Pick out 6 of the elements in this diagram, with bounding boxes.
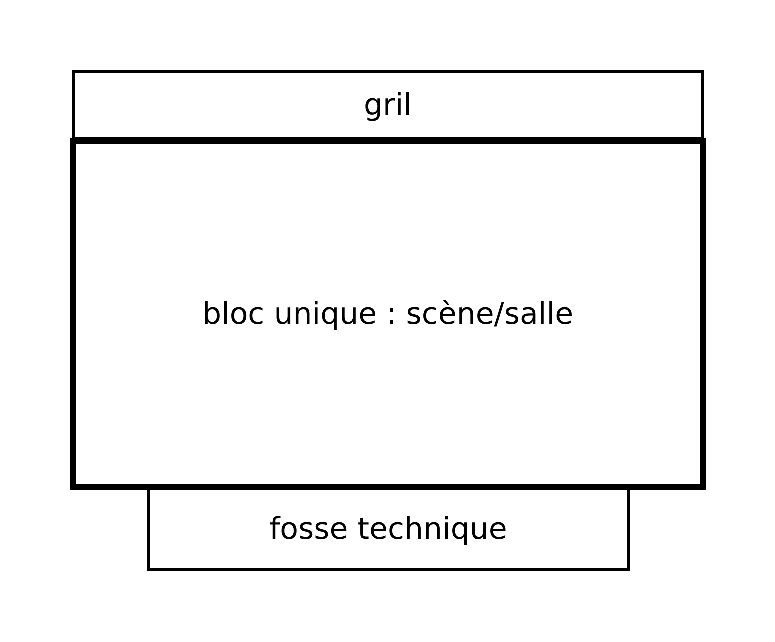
- technical-pit-box: [147, 487, 630, 571]
- box-label: fosse technique: [270, 512, 508, 546]
- box-label: bloc unique : scène/salle: [202, 296, 574, 332]
- box-label: gril: [364, 88, 412, 122]
- grid-box: [72, 70, 704, 140]
- stage-hall-box: [70, 138, 706, 490]
